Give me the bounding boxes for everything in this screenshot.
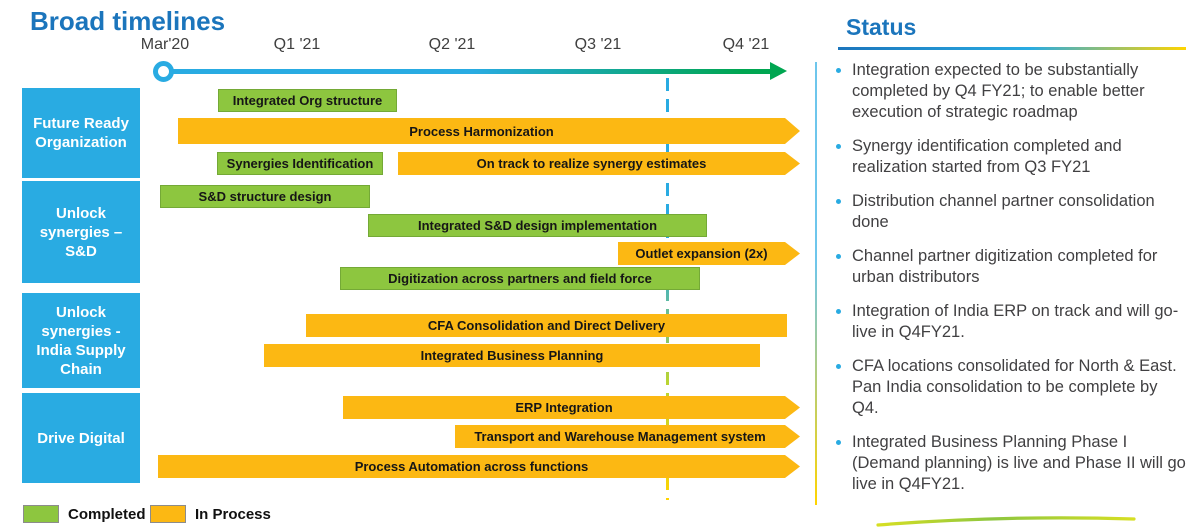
gantt-bar-process-harmonization: Process Harmonization [178,118,800,144]
in-process-swatch-icon [150,505,186,523]
bullet-dot-icon [836,309,841,314]
gantt-bar-transport-warehouse-management: Transport and Warehouse Management syste… [455,425,800,448]
category-future-ready-organization: Future Ready Organization [22,88,140,178]
legend-in-process: In Process [150,505,271,523]
status-bullet-text: Integration of India ERP on track and wi… [852,302,1179,341]
category-unlock-synergies-sd: Unlock synergies – S&D [22,181,140,283]
bullet-dot-icon [836,68,841,73]
status-bullet: Synergy identification completed and rea… [836,136,1188,178]
status-bullet-text: Integration expected to be substantially… [852,61,1145,121]
status-panel-title: Status [846,14,917,40]
legend-completed: Completed [23,505,146,523]
status-bullet-text: CFA locations consolidated for North & E… [852,357,1177,417]
bullet-dot-icon [836,199,841,204]
bullet-dot-icon [836,364,841,369]
gantt-bar-integrated-org-structure: Integrated Org structure [218,89,397,112]
legend-completed-label: Completed [68,505,146,523]
timeline-axis-line [172,69,772,74]
decorative-swoosh [876,516,1136,527]
axis-tick-q4: Q4 '21 [722,36,770,53]
legend-in-process-label: In Process [195,505,271,523]
status-bullet: Integration expected to be substantially… [836,60,1188,123]
gantt-bar-outlet-expansion: Outlet expansion (2x) [618,242,800,265]
status-bullet-list: Integration expected to be substantially… [836,60,1188,508]
gantt-bar-erp-integration: ERP Integration [343,396,800,419]
gantt-bar-process-automation: Process Automation across functions [158,455,800,478]
status-bullet: Channel partner digitization completed f… [836,246,1188,288]
bullet-dot-icon [836,440,841,445]
panel-divider-line [815,62,817,505]
category-unlock-synergies-india-supply-chain: Unlock synergies - India Supply Chain [22,293,140,388]
gantt-bar-on-track-synergy-estimates: On track to realize synergy estimates [398,152,800,175]
gantt-bar-integrated-sd-design-implementation: Integrated S&D design implementation [368,214,707,237]
gantt-bar-synergies-identification: Synergies Identification [217,152,383,175]
status-bullet-text: Channel partner digitization completed f… [852,247,1158,286]
status-bullet: Integration of India ERP on track and wi… [836,301,1188,343]
status-bullet-text: Synergy identification completed and rea… [852,137,1122,176]
gantt-bar-sd-structure-design: S&D structure design [160,185,370,208]
axis-tick-q1: Q1 '21 [273,36,321,53]
completed-swatch-icon [23,505,59,523]
category-drive-digital: Drive Digital [22,393,140,483]
timeline-start-circle-icon [153,61,174,82]
status-bullet-text: Integrated Business Planning Phase I (De… [852,433,1186,493]
status-bullet: CFA locations consolidated for North & E… [836,356,1188,419]
gantt-bar-digitization-partners-field-force: Digitization across partners and field f… [340,267,700,290]
axis-tick-q2: Q2 '21 [428,36,476,53]
bullet-dot-icon [836,144,841,149]
timeline-arrowhead-icon [770,62,787,80]
status-bullet-text: Distribution channel partner consolidati… [852,192,1155,231]
gantt-bar-cfa-consolidation: CFA Consolidation and Direct Delivery [306,314,787,337]
status-bullet: Distribution channel partner consolidati… [836,191,1188,233]
axis-tick-mar20: Mar'20 [140,36,190,53]
axis-tick-q3: Q3 '21 [574,36,622,53]
status-title-underline [838,47,1186,50]
status-bullet: Integrated Business Planning Phase I (De… [836,432,1188,495]
gantt-bar-integrated-business-planning: Integrated Business Planning [264,344,760,367]
bullet-dot-icon [836,254,841,259]
page-title: Broad timelines [30,6,226,36]
